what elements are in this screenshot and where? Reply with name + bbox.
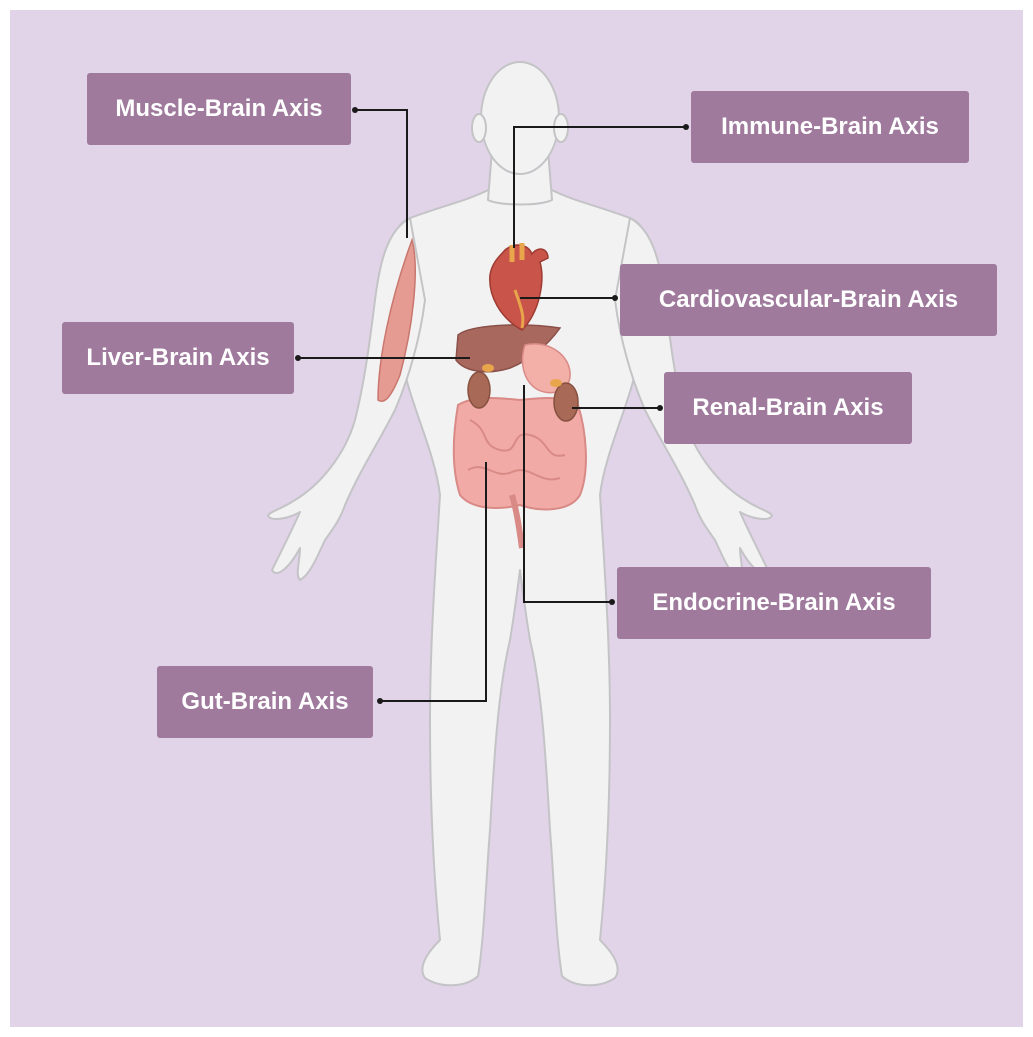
- label-muscle-text: Muscle-Brain Axis: [115, 95, 322, 123]
- leader-muscle-dot: [352, 107, 358, 113]
- leader-renal-dot: [657, 405, 663, 411]
- label-liver-brain-axis: Liver-Brain Axis: [62, 322, 294, 394]
- label-renal-text: Renal-Brain Axis: [692, 394, 883, 422]
- leader-cardiovascular-dot: [612, 295, 618, 301]
- label-liver-text: Liver-Brain Axis: [86, 344, 269, 372]
- label-immune-text: Immune-Brain Axis: [721, 113, 939, 141]
- label-renal-brain-axis: Renal-Brain Axis: [664, 372, 912, 444]
- label-immune-brain-axis: Immune-Brain Axis: [691, 91, 969, 163]
- label-endocrine-text: Endocrine-Brain Axis: [652, 589, 895, 617]
- label-cardiovascular-brain-axis: Cardiovascular-Brain Axis: [620, 264, 997, 336]
- leader-immune-dot: [683, 124, 689, 130]
- label-endocrine-brain-axis: Endocrine-Brain Axis: [617, 567, 931, 639]
- leader-gut-dot: [377, 698, 383, 704]
- label-gut-brain-axis: Gut-Brain Axis: [157, 666, 373, 738]
- leader-liver-dot: [295, 355, 301, 361]
- label-cardiovascular-text: Cardiovascular-Brain Axis: [659, 286, 958, 314]
- label-gut-text: Gut-Brain Axis: [181, 688, 348, 716]
- label-muscle-brain-axis: Muscle-Brain Axis: [87, 73, 351, 145]
- leader-endocrine-dot: [609, 599, 615, 605]
